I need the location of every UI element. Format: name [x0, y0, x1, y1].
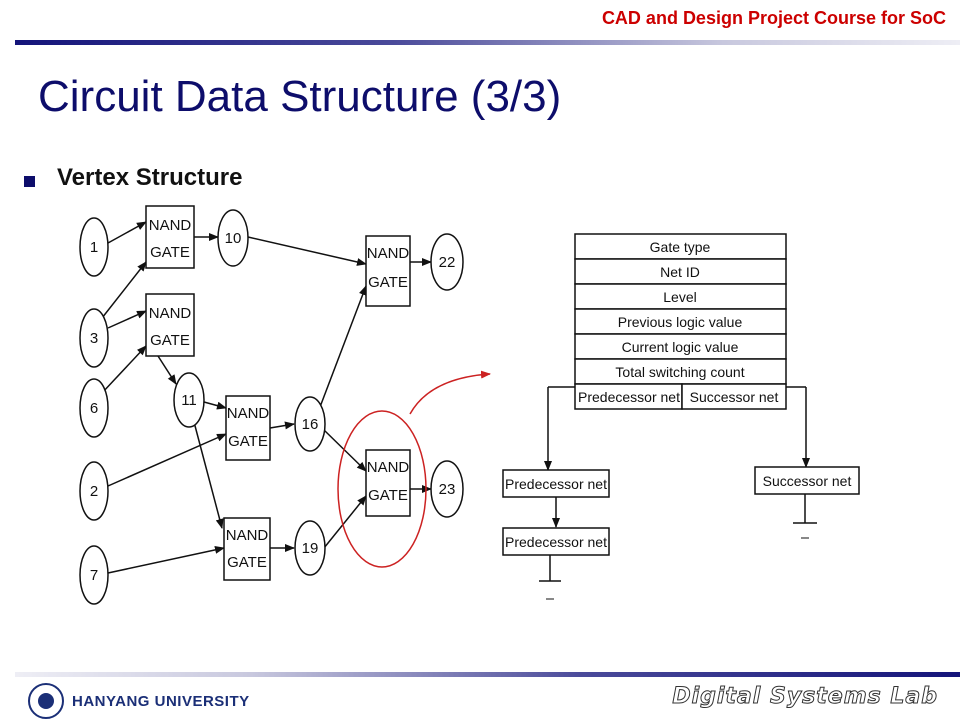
svg-text:GATE: GATE — [150, 332, 190, 349]
successor-list: Successor net — [754, 466, 860, 495]
svg-text:GATE: GATE — [228, 433, 268, 450]
svg-text:GATE: GATE — [150, 244, 190, 261]
svg-text:11: 11 — [181, 392, 197, 409]
net-nodes: 10 11 16 19 22 23 — [173, 209, 464, 576]
net-node: 10 — [217, 209, 249, 267]
svg-text:19: 19 — [302, 540, 319, 557]
university-seal-icon — [28, 683, 64, 719]
highlight-annotation — [337, 370, 491, 568]
svg-text:NAND: NAND — [226, 527, 269, 544]
svg-text:10: 10 — [225, 230, 242, 247]
university-logo: HANYANG UNIVERSITY — [28, 683, 250, 719]
field-successor-net — [681, 383, 787, 410]
lab-name: Digital Systems Lab — [672, 684, 938, 710]
svg-text:Gate type: Gate type — [650, 239, 711, 255]
footer-bar — [15, 672, 960, 677]
field-predecessor-net — [574, 383, 683, 410]
svg-text:GATE: GATE — [368, 274, 408, 291]
input-nodes: 1 3 6 2 7 — [79, 217, 109, 605]
svg-text:7: 7 — [90, 567, 98, 584]
field-previous-logic-value — [574, 308, 787, 335]
nand-gate: NAND GATE — [365, 235, 411, 307]
svg-text:22: 22 — [439, 254, 456, 271]
svg-text:Total switching count: Total switching count — [615, 364, 744, 380]
course-title: CAD and Design Project Course for SoC — [601, 8, 946, 28]
successor-node — [754, 466, 860, 495]
vertex-record-labels: Gate type Net ID Level Previous logic va… — [578, 239, 778, 405]
svg-text:16: 16 — [302, 416, 319, 433]
university-name: HANYANG UNIVERSITY — [72, 692, 250, 710]
input-node: 7 — [79, 545, 109, 605]
input-node: 3 — [79, 308, 109, 368]
svg-text:NAND: NAND — [149, 217, 192, 234]
input-node: 1 — [79, 217, 109, 277]
svg-text:23: 23 — [439, 481, 456, 498]
svg-text:Predecessor net: Predecessor net — [505, 534, 607, 550]
net-node: 23 — [430, 460, 464, 518]
svg-text:GATE: GATE — [227, 554, 267, 571]
pointer-lines — [539, 386, 817, 582]
predecessor-list: Predecessor net Predecessor net — [502, 469, 610, 556]
net-node: 22 — [430, 233, 464, 291]
null-ground-symbols — [546, 537, 809, 600]
svg-text:Net ID: Net ID — [660, 264, 700, 280]
svg-text:Successor net: Successor net — [690, 389, 779, 405]
highlight-arrow — [409, 370, 491, 415]
net-node: 16 — [294, 396, 326, 452]
bullet-marker — [24, 176, 35, 187]
highlight-circle — [337, 410, 427, 568]
bullet-text: Vertex Structure — [57, 164, 243, 191]
svg-text:6: 6 — [90, 400, 98, 417]
vertex-record — [574, 233, 787, 410]
nand-gate: NAND GATE — [225, 395, 271, 461]
svg-text:GATE: GATE — [368, 487, 408, 504]
nand-gate: NAND GATE — [145, 205, 195, 269]
svg-text:Previous logic value: Previous logic value — [618, 314, 743, 330]
svg-text:NAND: NAND — [149, 305, 192, 322]
nand-gate: NAND GATE — [365, 449, 411, 517]
svg-text:1: 1 — [90, 239, 98, 256]
predecessor-node — [502, 527, 610, 556]
nand-gate: NAND GATE — [223, 517, 271, 581]
predecessor-node — [502, 469, 610, 498]
nand-gate: NAND GATE — [145, 293, 195, 357]
net-node: 11 — [173, 372, 205, 428]
circuit-edges — [101, 221, 432, 574]
svg-text:Predecessor net: Predecessor net — [505, 476, 607, 492]
field-current-logic-value — [574, 333, 787, 360]
nand-gates: NAND GATE NAND GATE NAND GATE NAND GATE … — [145, 205, 411, 581]
svg-text:NAND: NAND — [367, 459, 410, 476]
svg-text:Level: Level — [663, 289, 696, 305]
header-bar — [15, 40, 960, 45]
slide-title: Circuit Data Structure (3/3) — [38, 72, 562, 121]
svg-text:Current logic value: Current logic value — [622, 339, 739, 355]
svg-text:3: 3 — [90, 330, 98, 347]
svg-text:Successor net: Successor net — [763, 473, 852, 489]
input-node: 6 — [79, 378, 109, 438]
svg-text:Predecessor net: Predecessor net — [578, 389, 680, 405]
svg-text:NAND: NAND — [227, 405, 270, 422]
net-node: 19 — [294, 520, 326, 576]
svg-text:NAND: NAND — [367, 245, 410, 262]
svg-text:2: 2 — [90, 483, 98, 500]
input-node: 2 — [79, 461, 109, 521]
